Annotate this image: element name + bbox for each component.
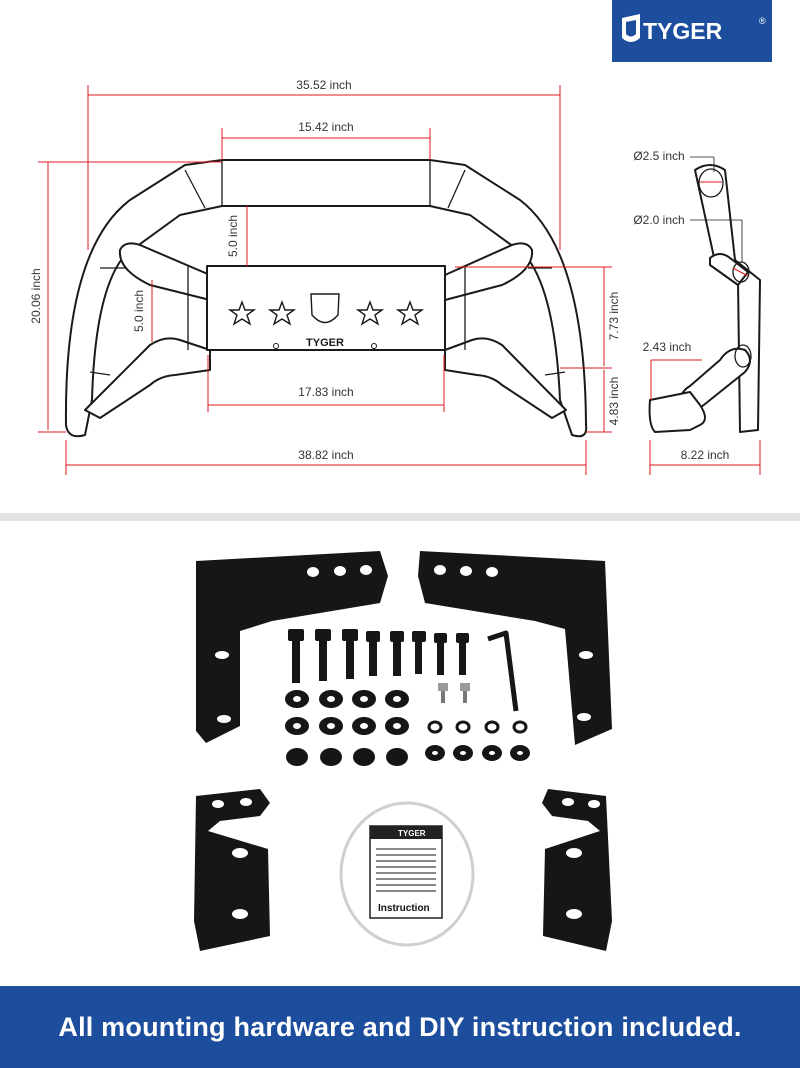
dim-top-width: 35.52 inch	[296, 78, 351, 92]
shield-icon	[310, 293, 340, 324]
dim-overall-height: 20.06 inch	[29, 268, 43, 323]
hardware-kit-illustration: TYGER Instruction	[194, 551, 612, 951]
upper-right-bracket	[418, 551, 612, 745]
section-divider	[0, 513, 800, 521]
side-profile-view	[648, 164, 761, 433]
star-icon	[395, 300, 425, 326]
booklet-brand: TYGER	[398, 829, 426, 838]
tyger-shield-icon	[622, 14, 640, 42]
footer-caption: All mounting hardware and DIY instructio…	[58, 1011, 742, 1042]
upper-left-bracket	[196, 551, 388, 743]
dim-diameter-large: Ø2.5 inch	[633, 149, 684, 163]
star-icon	[267, 300, 297, 326]
footer-banner: All mounting hardware and DIY instructio…	[0, 986, 800, 1068]
dim-plate-width: 17.83 inch	[298, 385, 353, 399]
tyger-logo: TYGER ®	[612, 0, 772, 62]
star-icon	[227, 300, 257, 326]
dim-upper-gap: 5.0 inch	[226, 215, 240, 257]
plate-brand-text: TYGER	[306, 337, 344, 349]
dim-bottom-width: 38.82 inch	[298, 448, 353, 462]
lower-left-bracket	[194, 789, 270, 951]
booklet-label: Instruction	[378, 903, 430, 914]
bull-bar-front-view	[64, 159, 588, 438]
dimension-lines	[38, 85, 761, 475]
washers-and-nuts	[285, 690, 530, 766]
dim-upper-tube-width: 15.42 inch	[298, 120, 353, 134]
instruction-booklet: TYGER Instruction	[339, 801, 475, 947]
lower-right-bracket	[542, 789, 612, 951]
small-screws	[438, 683, 470, 703]
dim-lower-gap: 5.0 inch	[132, 290, 146, 332]
dim-side-depth: 8.22 inch	[681, 448, 730, 462]
dim-side-offset: 2.43 inch	[643, 340, 692, 354]
dimension-drawing: TYGER	[29, 78, 761, 475]
allen-key-icon	[487, 630, 519, 712]
dim-right-upper-height: 7.73 inch	[607, 292, 621, 341]
dim-diameter-small: Ø2.0 inch	[633, 213, 684, 227]
leader-lines	[690, 156, 743, 262]
dim-right-lower-height: 4.83 inch	[607, 377, 621, 426]
logo-text: TYGER	[643, 18, 723, 44]
plate-graphics: TYGER	[227, 293, 425, 349]
bolts	[288, 629, 469, 683]
registered-mark: ®	[759, 16, 766, 26]
star-icon	[355, 300, 385, 326]
dimension-labels: 35.52 inch 15.42 inch 5.0 inch 5.0 inch …	[29, 78, 729, 462]
